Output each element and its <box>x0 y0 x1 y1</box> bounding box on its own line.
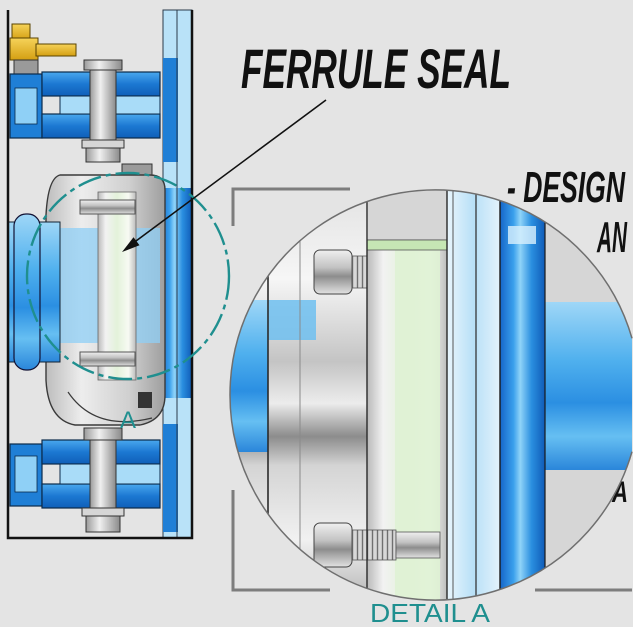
detail-bracket-bottom-left <box>231 490 330 592</box>
detail-housing-bore <box>268 300 316 340</box>
detail-flange-highlight <box>508 226 536 244</box>
callout-leader-line <box>135 99 327 242</box>
side-view-frame <box>6 10 194 540</box>
housing-slot <box>138 392 152 408</box>
housing-upper-bolt <box>79 199 136 215</box>
lower-clamp-link-window <box>14 455 38 493</box>
upper-clamp <box>9 71 161 139</box>
section-marker-label: A <box>120 407 136 434</box>
inlet-pipe-bead <box>13 213 41 371</box>
detail-outlet-pipe <box>545 302 632 470</box>
upper-bolt-head <box>313 249 353 295</box>
detail-ferrule-top-cap <box>366 239 448 251</box>
side-ferrule-band <box>97 191 137 381</box>
callout-arrowhead <box>122 237 140 252</box>
valve-body <box>9 37 39 61</box>
upper-bolt-bottom-nut <box>85 147 121 163</box>
valve-handle <box>35 43 77 57</box>
lower-bolt-washer <box>81 507 125 517</box>
brass-valve <box>9 23 77 75</box>
lower-clamp <box>9 439 161 509</box>
flange-plate-upper-block <box>163 58 178 162</box>
lower-bolt-bottom-nut <box>85 515 121 533</box>
upper-bolt-shank <box>89 69 117 143</box>
housing-lower-bolt <box>79 351 136 367</box>
lower-bolt-top-nut <box>83 427 123 441</box>
ferrule-seal-callout: FERRULE SEAL <box>241 37 511 100</box>
detail-bracket-top-left <box>231 187 350 226</box>
lower-bolt-shank <box>89 439 117 511</box>
lower-clamp-bolt <box>81 427 125 533</box>
detail-circle-outline <box>229 189 633 601</box>
valve-connector <box>13 59 39 75</box>
side-note-line-2: AN <box>597 213 628 262</box>
detail-lower-bolt <box>313 522 441 568</box>
lower-bolt-threads <box>351 529 397 561</box>
housing-lower-lip <box>67 391 153 423</box>
upper-bolt-washer <box>81 139 125 149</box>
detail-caption: DETAIL A <box>370 598 491 627</box>
upper-clamp-link-window <box>14 87 38 125</box>
side-view-assembly: A <box>6 9 231 540</box>
upper-clamp-bolt <box>81 59 125 163</box>
detail-flange-face <box>447 190 500 600</box>
lower-bolt-shank-detail <box>395 531 441 559</box>
detail-flange <box>500 190 545 600</box>
upper-bolt-top-nut <box>83 59 123 71</box>
flange-plate-lower-block <box>163 424 178 532</box>
side-note-line-1: - DESIGN <box>507 163 626 212</box>
detail-view <box>230 190 632 600</box>
detail-callout-circle <box>25 171 231 381</box>
lower-bolt-head <box>313 522 353 568</box>
